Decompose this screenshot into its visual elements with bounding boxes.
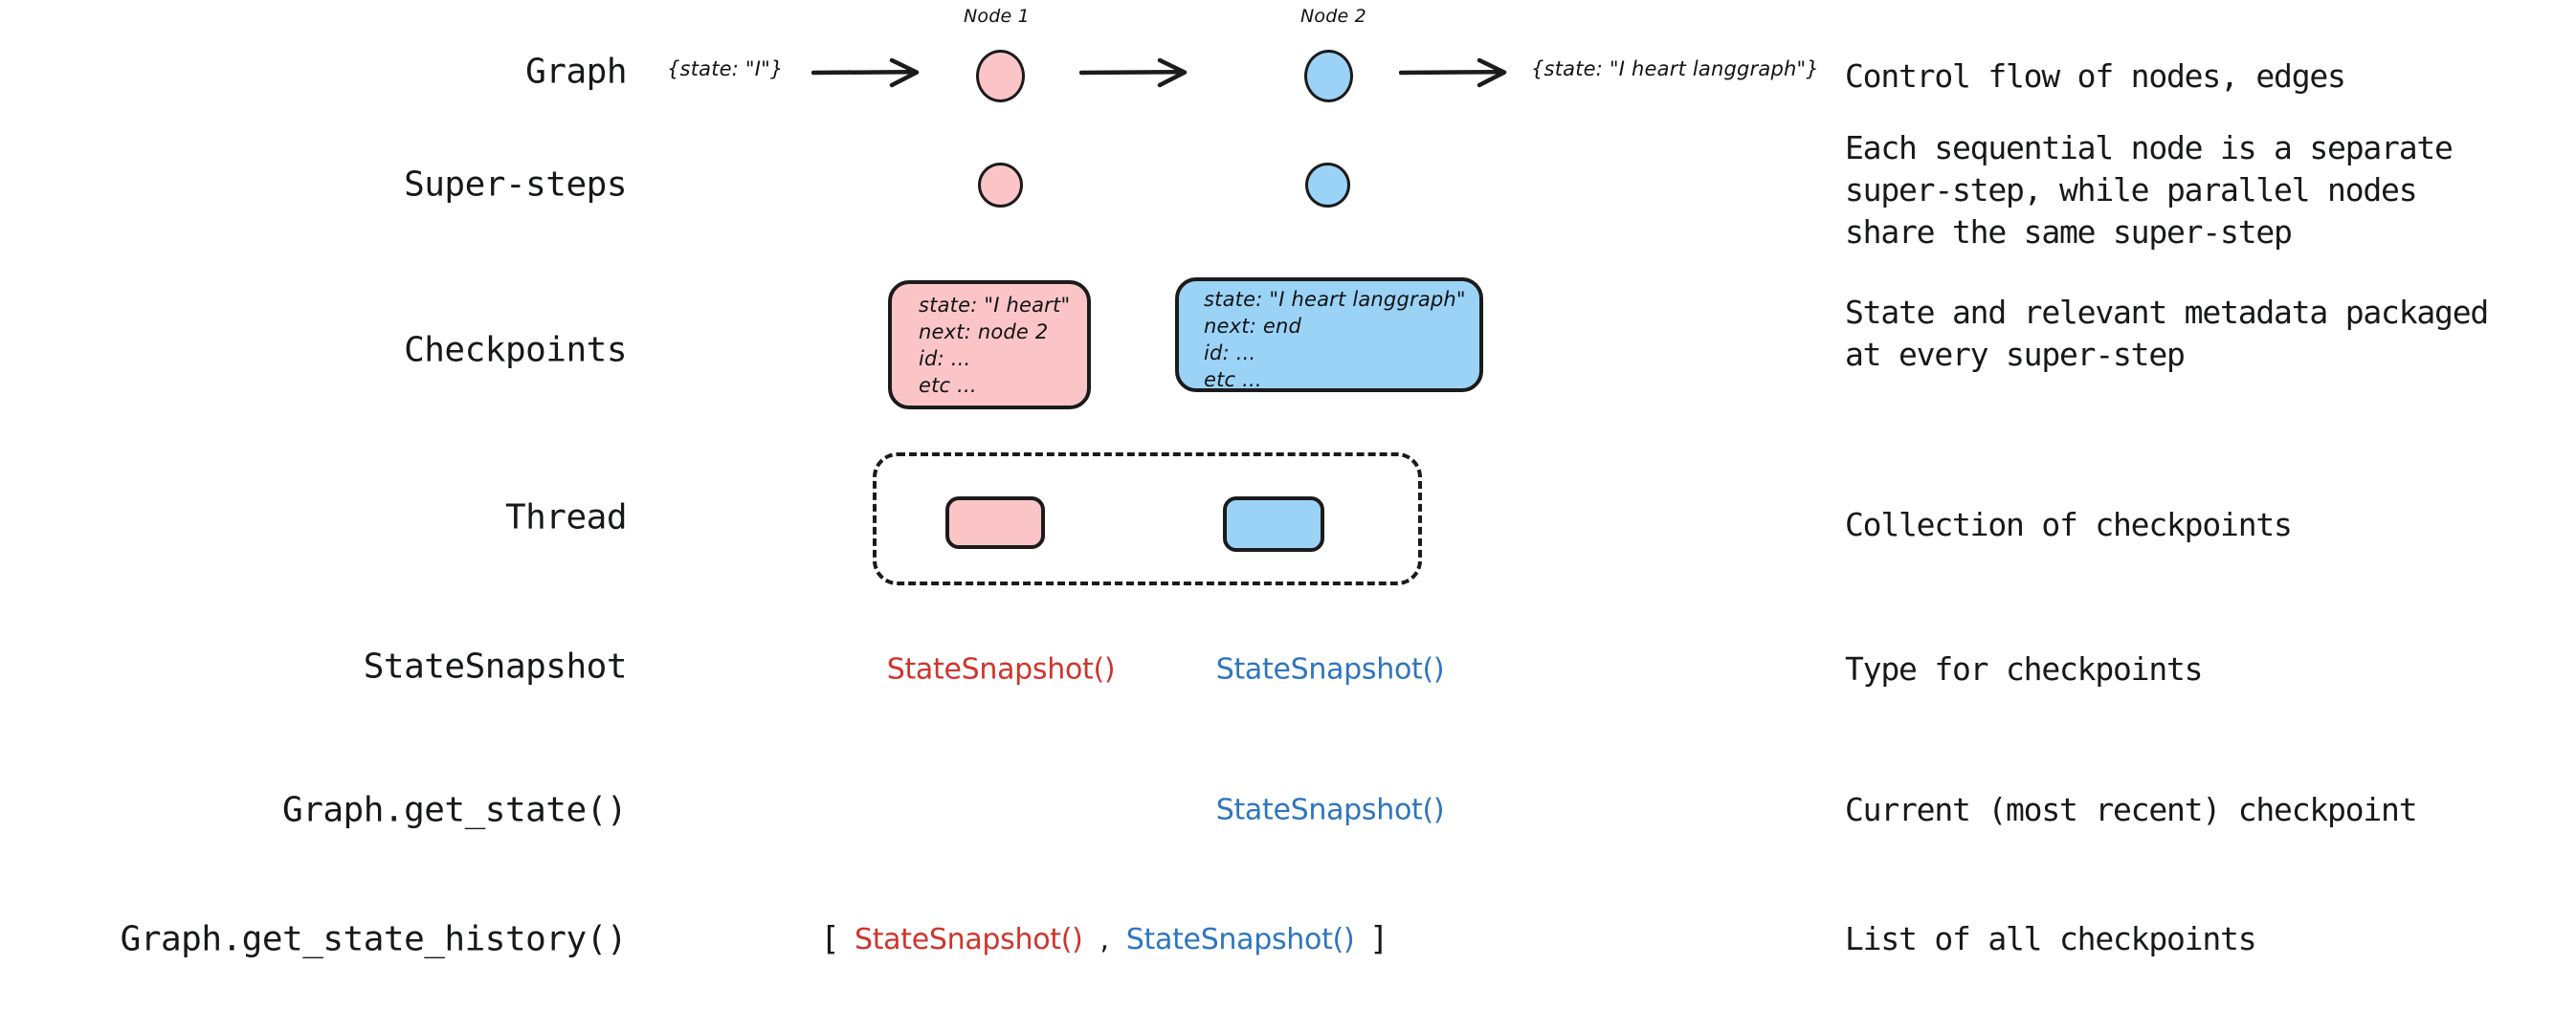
edge-arrow-2 [1079, 57, 1188, 88]
description-graph: Control flow of nodes, edges [1845, 57, 2346, 95]
row-label-statesnapshot: StateSnapshot [363, 647, 628, 687]
get-state-result: StateSnapshot() [1215, 793, 1445, 827]
row-label-graph-get-state: Graph.get_state() [282, 790, 627, 830]
row-label-thread: Thread [504, 497, 628, 538]
get-state-history-result: [ StateSnapshot() , StateSnapshot() ] [825, 920, 1385, 958]
description-super-steps: Each sequential node is a separate super… [1845, 129, 2454, 251]
thread-checkpoint-1 [945, 496, 1045, 549]
history-open-bracket: [ [825, 920, 837, 958]
node-2-caption: Node 2 [1300, 6, 1366, 27]
history-snapshot-2: StateSnapshot() [1125, 922, 1355, 956]
row-label-graph: Graph [525, 52, 627, 92]
history-separator: , [1099, 922, 1110, 956]
description-statesnapshot: Type for checkpoints [1845, 650, 2204, 688]
checkpoint-box-2-text: state: "I heart langgraph" next: end id:… [1204, 288, 1466, 391]
node-1-caption: Node 1 [964, 6, 1030, 27]
checkpoint-box-1 [888, 280, 1091, 409]
super-step-node-1 [978, 163, 1023, 208]
history-snapshot-1: StateSnapshot() [854, 922, 1083, 956]
history-close-bracket: ] [1371, 920, 1385, 958]
graph-input-state-label: {state: "I"} [667, 57, 784, 80]
checkpoint-box-1-text: state: "I heart" next: node 2 id: ... et… [919, 294, 1071, 397]
thread-checkpoint-2 [1223, 496, 1324, 552]
row-label-super-steps: Super-steps [404, 165, 627, 205]
row-label-graph-get-state-history: Graph.get_state_history() [120, 919, 628, 959]
checkpoint-box-2 [1175, 277, 1483, 392]
description-checkpoints: State and relevant metadata packaged at … [1845, 294, 2489, 373]
graph-node-2 [1304, 50, 1353, 102]
statesnapshot-instance-2: StateSnapshot() [1215, 652, 1445, 687]
statesnapshot-instance-1: StateSnapshot() [886, 652, 1116, 687]
edge-arrow-1 [811, 57, 920, 88]
graph-node-1 [976, 50, 1025, 102]
graph-output-state-label: {state: "I heart langgraph"} [1531, 57, 1819, 80]
edge-arrow-3 [1399, 57, 1507, 88]
description-thread: Collection of checkpoints [1845, 506, 2293, 543]
row-label-checkpoints: Checkpoints [404, 330, 627, 370]
super-step-node-2 [1305, 163, 1350, 208]
description-graph-get-state: Current (most recent) checkpoint [1845, 791, 2418, 828]
description-graph-get-state-history: List of all checkpoints [1845, 920, 2257, 957]
thread-container [873, 452, 1422, 585]
